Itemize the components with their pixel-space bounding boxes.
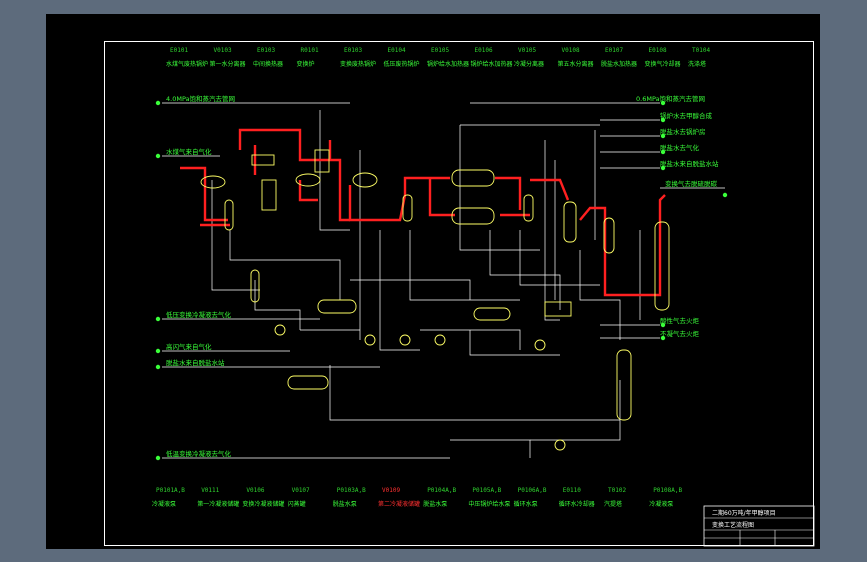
equipment-tag: R0101 [301,47,319,54]
top-equipment-list: E0101 水煤气废热锅炉 V0103 第一水分离器 E0103 中间换热器 R0101 变换… [166,47,710,68]
equipment-name: 中间换热器 [253,60,283,68]
equipment-name: 第二冷凝液储罐 [378,500,420,508]
equipment-name: 循环水冷却器 [559,500,595,508]
left-stream-label: 低温变换冷凝液去气化 [166,449,232,458]
equipment-tag: V0109 [382,487,400,494]
right-stream-label: 不凝气去火炬 [660,329,700,338]
right-stream-label: 锅炉水去甲醇合成 [660,111,713,120]
equipment-name: 脱盐水泵 [423,500,447,508]
project-title: 二期60万吨/年甲醇项目 [712,509,776,517]
equipment-tag: E0103 [257,47,275,54]
equipment-tag: E0101 [170,47,188,54]
equipment-tag: T0104 [692,47,710,54]
equipment-tag: V0107 [292,487,310,494]
equipment-tag: E0106 [475,47,493,54]
equipment-name: 第一冷凝液储罐 [197,500,239,508]
equipment-tag: E0105 [431,47,449,54]
hot-process-line [180,128,666,297]
equipment-name: 闪蒸罐 [288,500,306,508]
right-stream-label: 变换气去脱硫脱碳 [665,179,718,188]
left-stream-label: 高闪气来自气化 [166,342,212,351]
equipment-name: 锅炉给水加热器 [471,60,513,68]
equipment-tag: E0110 [563,487,581,494]
left-stream-label: 脱盐水来自脱盐水站 [166,358,225,367]
process-piping [211,110,641,458]
equipment-name: 中压锅炉给水泵 [468,500,510,508]
equipment-tag: E0104 [388,47,406,54]
equipment-tag: P0104A,B [427,487,456,494]
equipment-tag: E0103 [344,47,362,54]
equipment-tag: V0111 [201,487,219,494]
right-stream-label: 脱盐水去锅炉房 [660,127,706,136]
right-stream-label: 酸性气去火炬 [660,316,700,325]
right-stream-label: 0.6MPa饱和蒸汽去管网 [636,94,705,103]
equipment-tag: V0103 [214,47,232,54]
equipment-name: 汽提塔 [604,500,622,508]
equipment-name: 变换冷凝液储罐 [242,500,284,508]
equipment-tag: E0108 [649,47,667,54]
equipment-symbols [200,149,670,451]
drawing-title: 变换工艺流程图 [712,521,754,529]
left-stream-label: 低压变换冷凝液去气化 [166,310,232,319]
equipment-tag: E0107 [605,47,623,54]
left-stream-label: 水煤气来自气化 [166,147,212,156]
left-stream-label: 4.0MPa饱和蒸汽去管网 [166,94,235,103]
equipment-name: 第五水分离器 [558,60,594,68]
bottom-equipment-list: P0101A,B 冷凝液泵 V0111 第一冷凝液储罐 V0106 变换冷凝液储罐 V010… [152,487,682,508]
equipment-name: 第一水分离器 [210,60,246,68]
right-stream-label: 脱盐水来自脱盐水站 [660,159,719,168]
equipment-name: 水煤气废热锅炉 [166,60,208,68]
equipment-name: 冷凝分离器 [514,60,544,68]
right-stream-label: 脱盐水去气化 [660,143,700,152]
equipment-name: 变换炉 [297,60,315,68]
equipment-tag: V0106 [246,487,264,494]
equipment-tag: V0108 [562,47,580,54]
equipment-name: 冷凝液泵 [152,500,176,508]
equipment-name: 变换气冷却器 [645,60,681,68]
equipment-tag: P0106A,B [518,487,547,494]
title-block: 二期60万吨/年甲醇项目 变换工艺流程图 [703,505,815,547]
equipment-name: 冷凝液泵 [649,500,673,508]
equipment-tag: P0105A,B [472,487,501,494]
equipment-name: 循环水泵 [514,500,538,508]
equipment-name: 低压废热锅炉 [384,60,420,68]
equipment-name: 脱盐水加热器 [601,60,637,68]
equipment-name: 洗涤塔 [688,60,706,68]
equipment-name: 脱盐水泵 [333,500,357,508]
equipment-tag: P0108A,B [653,487,682,494]
equipment-name: 变换废热锅炉 [340,60,376,68]
stream-lines [162,102,725,459]
equipment-tag: T0102 [608,487,626,494]
equipment-name: 锅炉给水加热器 [427,60,469,68]
stream-arrow-dots [155,100,728,461]
equipment-tag: P0103A,B [337,487,366,494]
equipment-tag: V0105 [518,47,536,54]
drawing-frame [104,41,814,546]
equipment-tag: P0101A,B [156,487,185,494]
